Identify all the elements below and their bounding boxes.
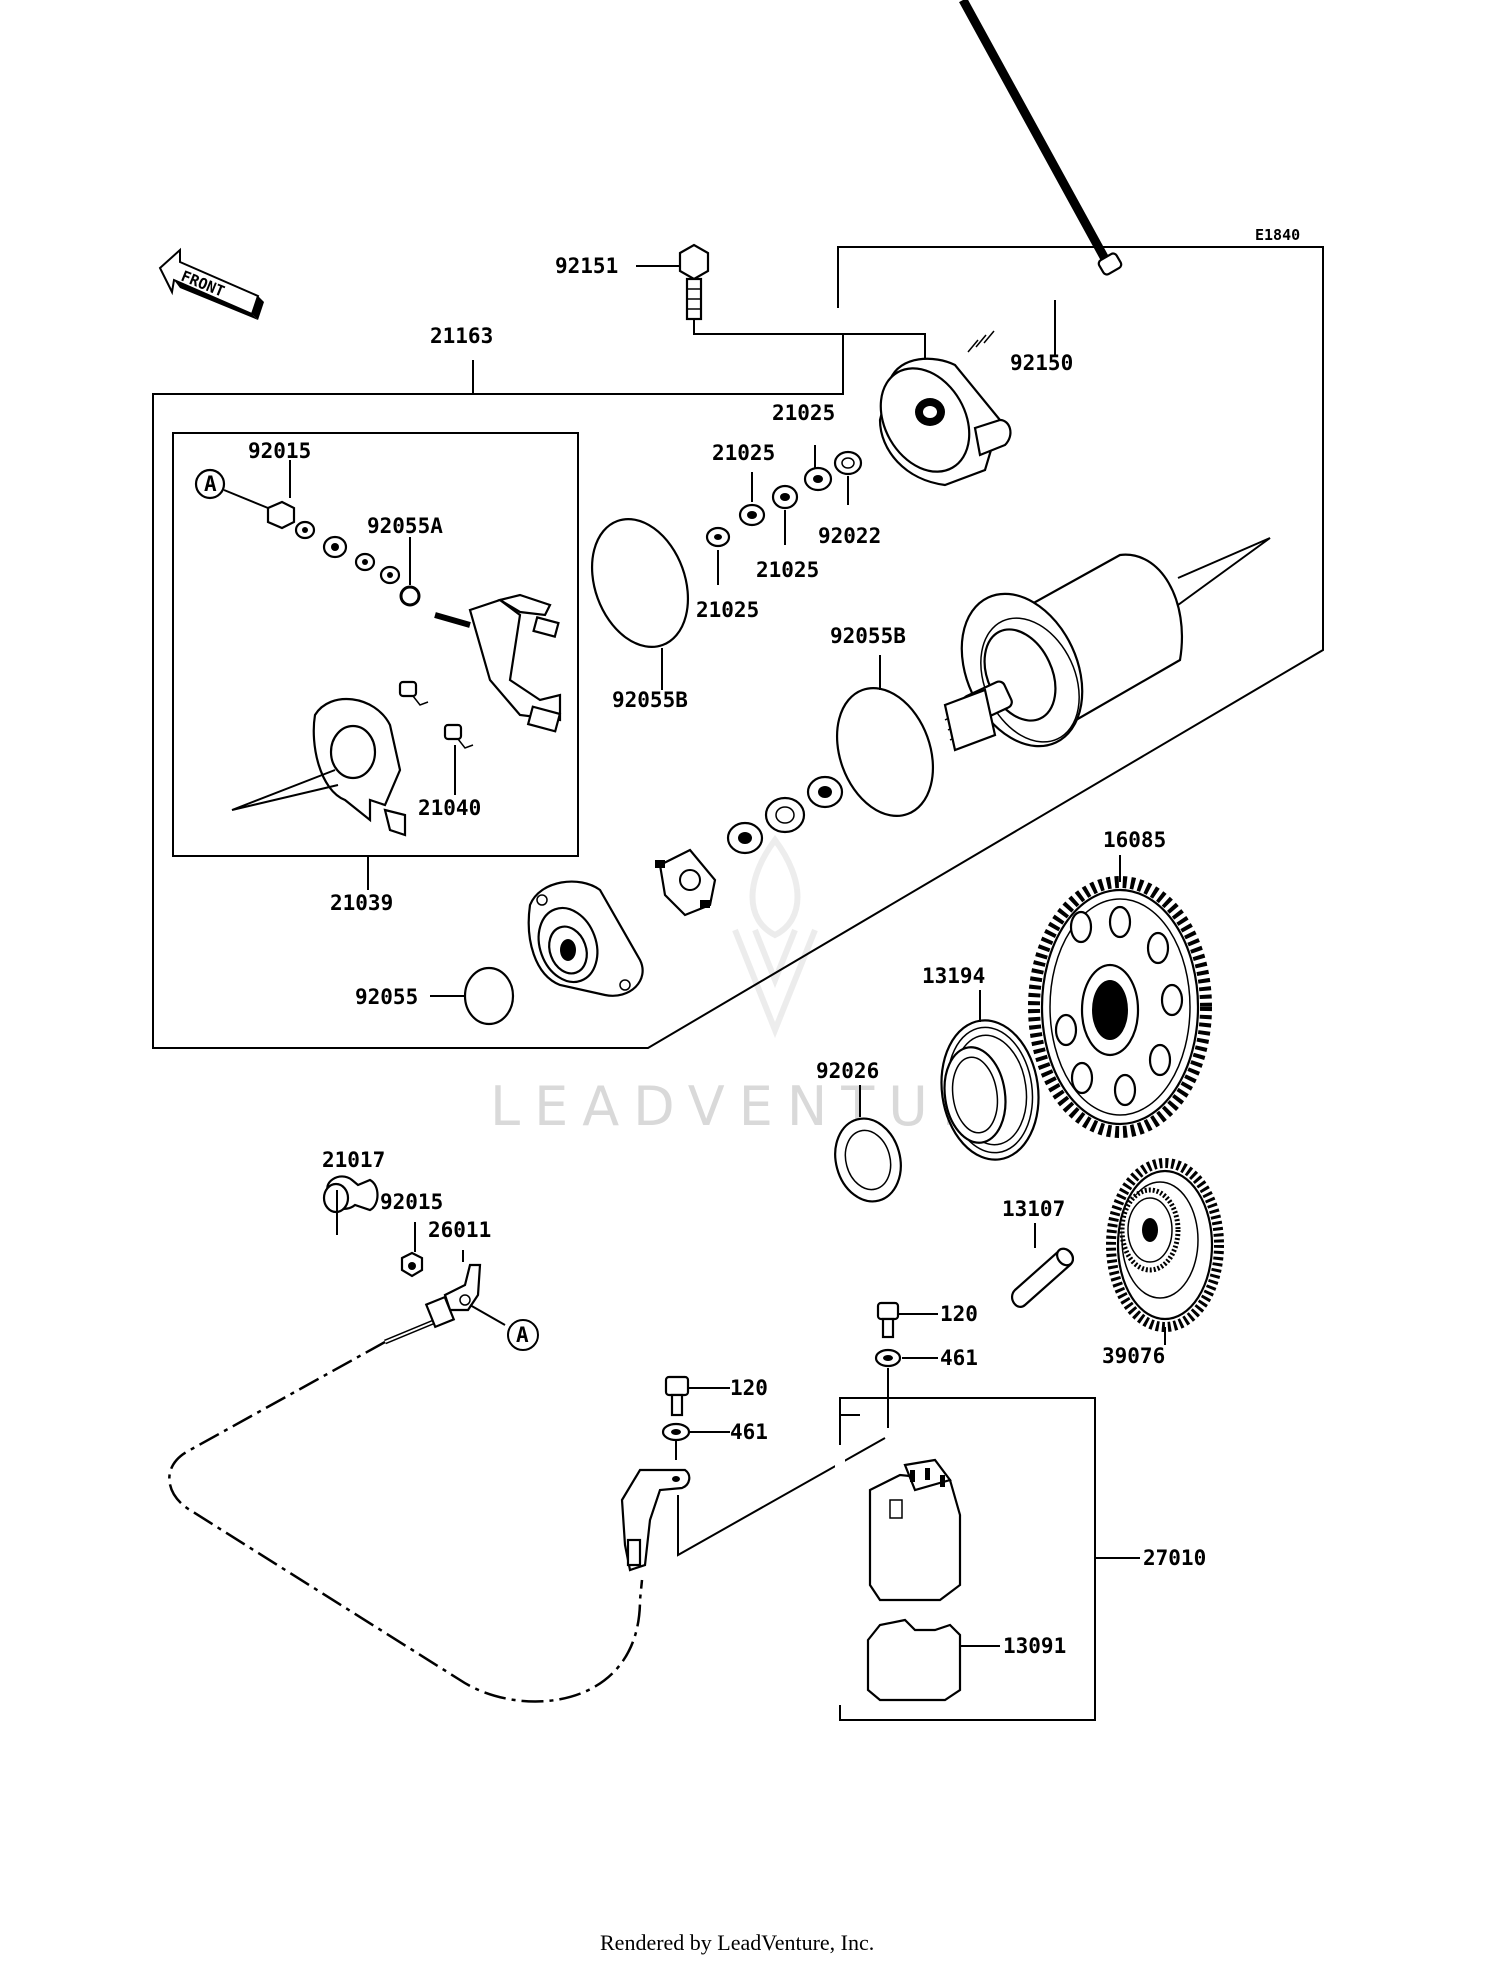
- washers-lower: [726, 775, 844, 855]
- label-13091: 13091: [1003, 1634, 1066, 1658]
- label-21039: 21039: [330, 891, 393, 915]
- label-92055a: 92055A: [367, 514, 443, 538]
- label-120-left: 120: [730, 1376, 768, 1400]
- o-ring-92055b-left: [590, 517, 690, 649]
- idle-gear-39076: [1106, 1158, 1224, 1345]
- label-21025-mid: 21025: [712, 441, 775, 465]
- label-21040: 21040: [418, 796, 481, 820]
- label-461-right: 461: [940, 1346, 978, 1370]
- washers-top: [705, 445, 863, 585]
- o-ring-92055b-right: [835, 686, 935, 818]
- washer-92026: [834, 1085, 902, 1203]
- label-92015-a: 92015: [248, 439, 311, 463]
- part-labels: 92151 92150 21163 92015 92055A 21040 210…: [248, 254, 1206, 1658]
- diagram-code: E1840: [1255, 226, 1300, 244]
- label-92055: 92055: [355, 985, 418, 1009]
- through-bolt-92150: [959, 0, 1123, 355]
- one-way-clutch-13194: [940, 990, 1040, 1161]
- label-92015-b: 92015: [380, 1190, 443, 1214]
- o-ring-92055: [463, 966, 515, 1026]
- front-arrow-icon: FRONT: [158, 247, 264, 320]
- label-92055b-right: 92055B: [830, 624, 906, 648]
- watermark: LEADVENTURE: [490, 834, 1041, 1138]
- label-26011: 26011: [428, 1218, 491, 1242]
- bolt-92151: [636, 243, 926, 358]
- label-461-left: 461: [730, 1420, 768, 1444]
- ref-marker-a-top: A: [204, 472, 217, 496]
- label-13107: 13107: [1002, 1197, 1065, 1221]
- watermark-logo-icon: [732, 834, 818, 1039]
- label-92151: 92151: [555, 254, 618, 278]
- front-cover: [527, 880, 644, 997]
- label-21025-bottom: 21025: [696, 598, 759, 622]
- rear-cover: [878, 357, 1012, 487]
- ref-marker-a-bottom: A: [516, 1323, 529, 1347]
- label-21025-top: 21025: [772, 401, 835, 425]
- brush-holder-parts: A: [194, 460, 562, 837]
- label-13194: 13194: [922, 964, 985, 988]
- starter-cable: A: [168, 1175, 886, 1703]
- label-92055b-left: 92055B: [612, 688, 688, 712]
- label-27010: 27010: [1143, 1546, 1206, 1570]
- shaft-13107: [1010, 1223, 1075, 1308]
- label-39076: 39076: [1102, 1344, 1165, 1368]
- bolt-120-left: [664, 1375, 730, 1417]
- label-92022: 92022: [818, 524, 881, 548]
- label-120-right: 120: [940, 1302, 978, 1326]
- brush-holder-box: [172, 432, 579, 857]
- bolt-120-right: [876, 1301, 938, 1339]
- label-21017: 21017: [322, 1148, 385, 1172]
- label-92150: 92150: [1010, 351, 1073, 375]
- washer-461-right: [874, 1348, 938, 1428]
- frame-outline: [152, 246, 1324, 1049]
- clutch-gear-16085: [1028, 855, 1212, 1138]
- washer-461-left: [661, 1422, 730, 1460]
- starter-yoke: [943, 537, 1271, 752]
- label-92026: 92026: [816, 1059, 879, 1083]
- label-21025-right: 21025: [756, 558, 819, 582]
- label-21163: 21163: [430, 324, 493, 348]
- starter-relay-assembly: [835, 1397, 1140, 1721]
- label-16085: 16085: [1103, 828, 1166, 852]
- footer-text: Rendered by LeadVenture, Inc.: [600, 1930, 874, 1955]
- lock-plate: [655, 848, 717, 917]
- watermark-text: LEADVENTURE: [490, 1075, 1041, 1138]
- starter-assembly-frame: [152, 246, 1324, 1049]
